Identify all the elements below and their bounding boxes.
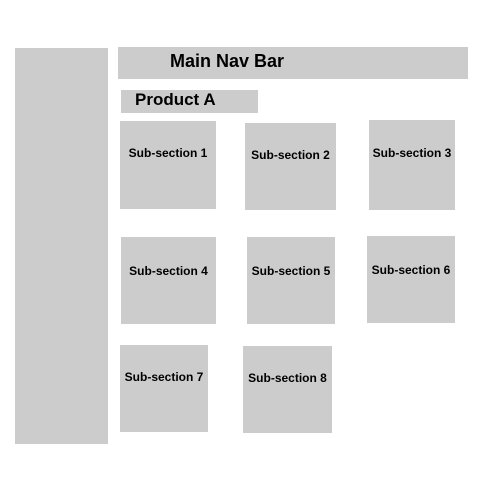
- product-header: Product A: [121, 90, 258, 113]
- subsection-label: Sub-section 3: [372, 146, 452, 160]
- subsection-8-tile[interactable]: Sub-section 8: [243, 346, 332, 433]
- subsection-label: Sub-section 6: [371, 262, 451, 277]
- subsection-3-tile[interactable]: Sub-section 3: [369, 120, 455, 210]
- subsection-5-tile[interactable]: Sub-section 5: [247, 237, 335, 324]
- product-title: Product A: [135, 90, 216, 109]
- subsection-4-tile[interactable]: Sub-section 4: [121, 237, 216, 324]
- subsection-6-tile[interactable]: Sub-section 6: [367, 236, 455, 323]
- subsection-label: Sub-section 2: [251, 147, 330, 162]
- subsection-label: Sub-section 8: [248, 370, 327, 385]
- subsection-label: Sub-section 7: [124, 369, 204, 384]
- subsection-7-tile[interactable]: Sub-section 7: [120, 345, 208, 432]
- subsection-label: Sub-section 5: [251, 263, 331, 278]
- subsection-1-tile[interactable]: Sub-section 1: [120, 121, 216, 209]
- main-nav-bar[interactable]: Main Nav Bar: [118, 47, 468, 79]
- nav-title: Main Nav Bar: [170, 51, 285, 71]
- sidebar: [15, 48, 108, 444]
- subsection-2-tile[interactable]: Sub-section 2: [245, 123, 336, 210]
- subsection-label: Sub-section 4: [129, 263, 208, 278]
- subsection-label: Sub-section 1: [128, 146, 208, 160]
